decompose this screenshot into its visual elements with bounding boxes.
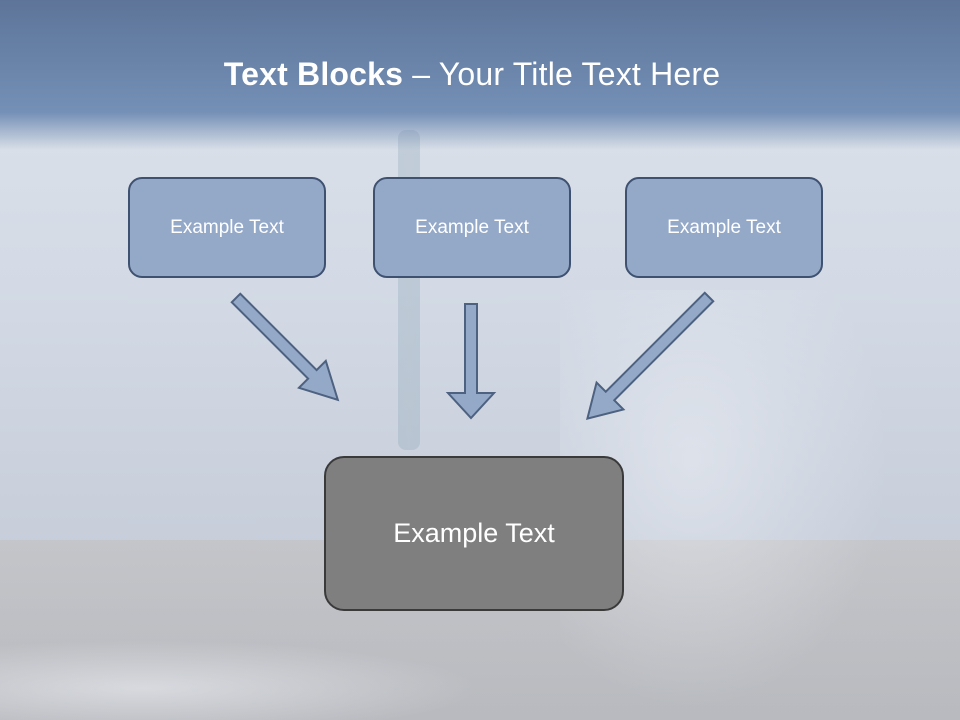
title-band bbox=[0, 0, 960, 150]
text-block-center: Example Text bbox=[373, 177, 571, 278]
arrow-right-diagonal bbox=[585, 291, 715, 421]
arrow-center-down bbox=[445, 303, 497, 420]
title-bold: Text Blocks bbox=[223, 56, 404, 92]
title-rest: – Your Title Text Here bbox=[403, 56, 721, 92]
text-block-right: Example Text bbox=[625, 177, 823, 278]
background-cloth bbox=[0, 640, 480, 720]
arrow-left-diagonal bbox=[230, 292, 340, 402]
slide-title: Text Blocks – Your Title Text Here bbox=[0, 56, 944, 93]
text-block-center-label: Example Text bbox=[415, 216, 529, 238]
text-block-left-label: Example Text bbox=[170, 216, 284, 238]
result-block: Example Text bbox=[324, 456, 624, 611]
result-block-label: Example Text bbox=[393, 518, 555, 548]
text-block-left: Example Text bbox=[128, 177, 326, 278]
text-block-right-label: Example Text bbox=[667, 216, 781, 238]
